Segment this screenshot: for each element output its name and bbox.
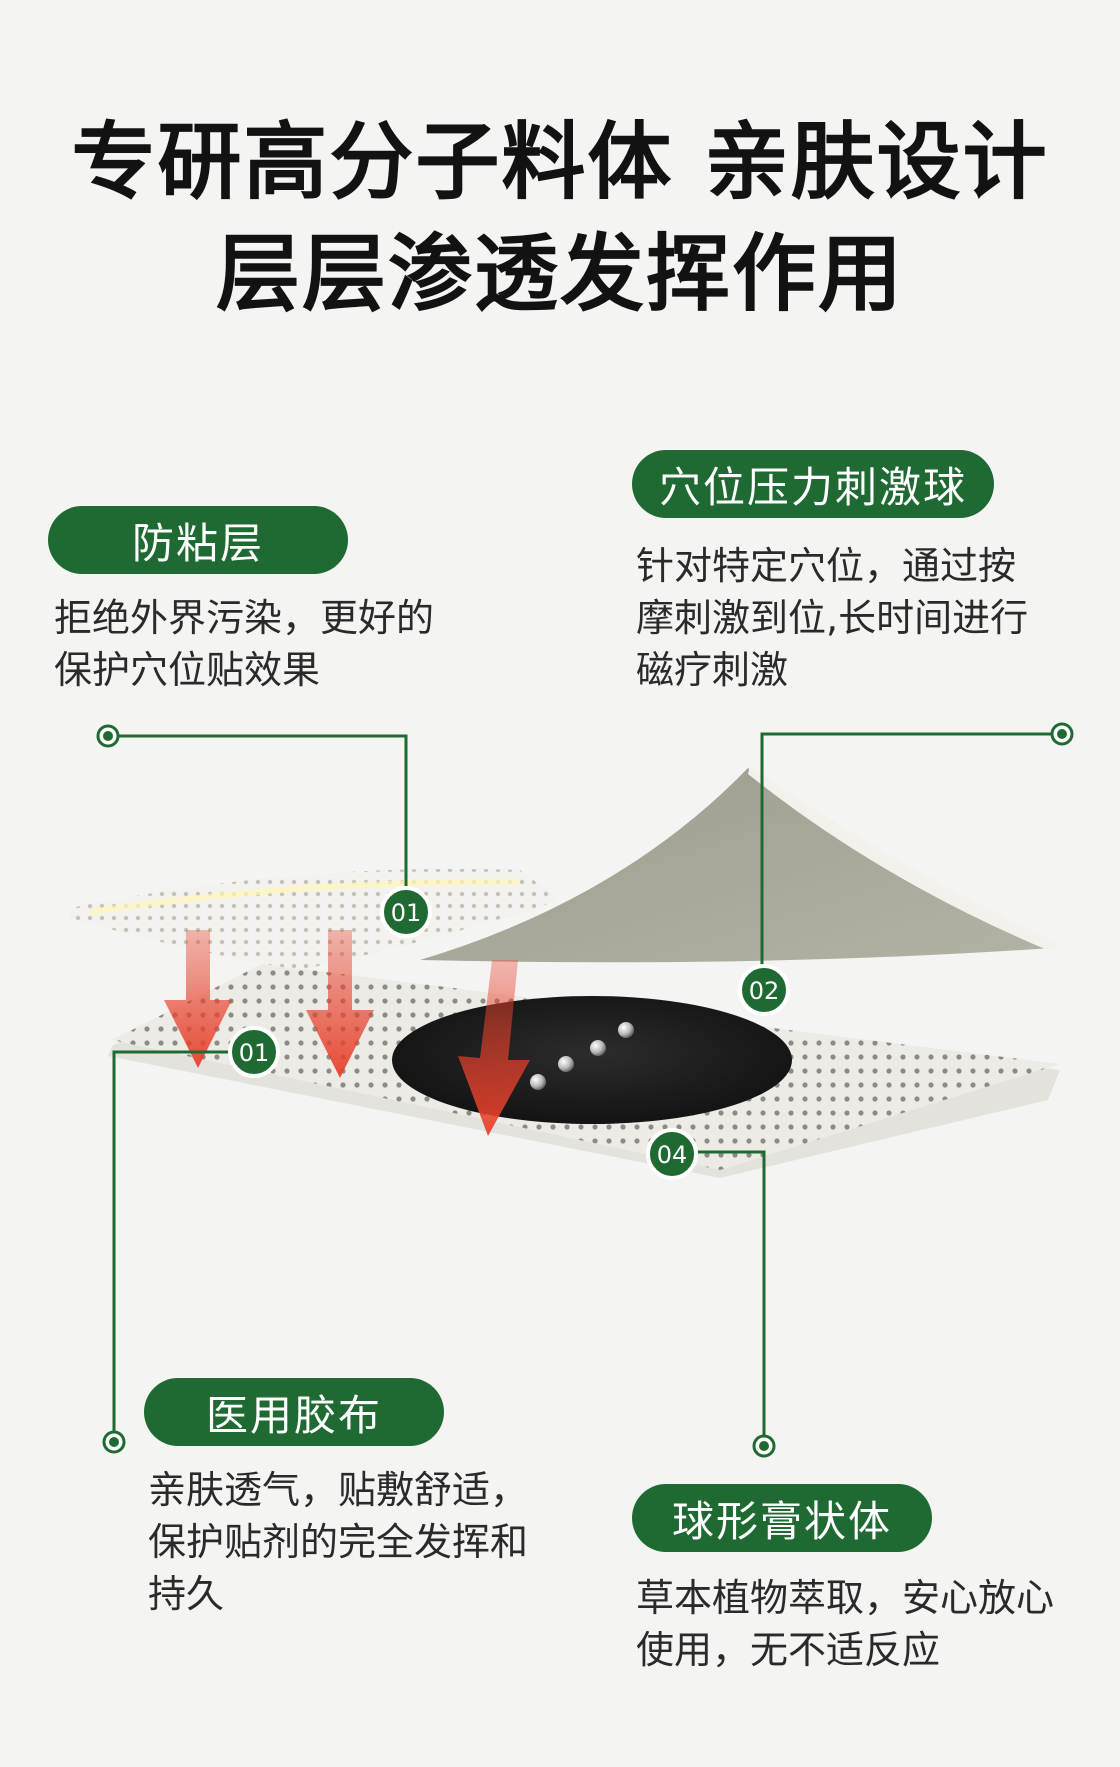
ball-paste-title: 球形膏状体: [632, 1484, 932, 1552]
headline-line-2: 层层渗透发挥作用: [215, 225, 904, 323]
pressure-ball-title: 穴位压力刺激球: [632, 450, 994, 518]
ball-paste-desc: 草本植物萃取，安心放心 使用，无不适反应: [636, 1576, 1055, 1672]
marker-01-bottom-label: 01: [239, 1039, 270, 1067]
medical-tape-title: 医用胶布: [144, 1378, 444, 1446]
marker-01-top-label: 01: [391, 899, 422, 927]
anti-stick-title: 防粘层: [48, 506, 348, 574]
penetration-arrows: [164, 930, 530, 1136]
leader-lines: [108, 732, 1062, 1446]
gray-film-layer: [420, 768, 1052, 963]
herbal-paste-disc: [392, 996, 792, 1124]
leader-endpoints: [96, 722, 1074, 1458]
pressure-ball-desc: 针对特定穴位，通过按 摩刺激到位,长时间进行 磁疗刺激: [636, 544, 1029, 692]
marker-02-label: 02: [749, 977, 780, 1005]
marker-04-label: 04: [657, 1141, 688, 1169]
headline-line-1: 专研高分子料体 亲肤设计: [71, 113, 1049, 211]
anti-stick-desc: 拒绝外界污染，更好的 保护穴位贴效果: [54, 596, 435, 692]
stimulation-balls: [530, 1022, 634, 1090]
marker-02: 02: [738, 964, 790, 1016]
marker-04: 04: [646, 1128, 698, 1180]
marker-01-bottom: 01: [228, 1026, 280, 1078]
medical-tape-desc: 亲肤透气，贴敷舒适， 保护贴剂的完全发挥和 持久: [148, 1468, 529, 1616]
marker-01-top: 01: [380, 886, 432, 938]
